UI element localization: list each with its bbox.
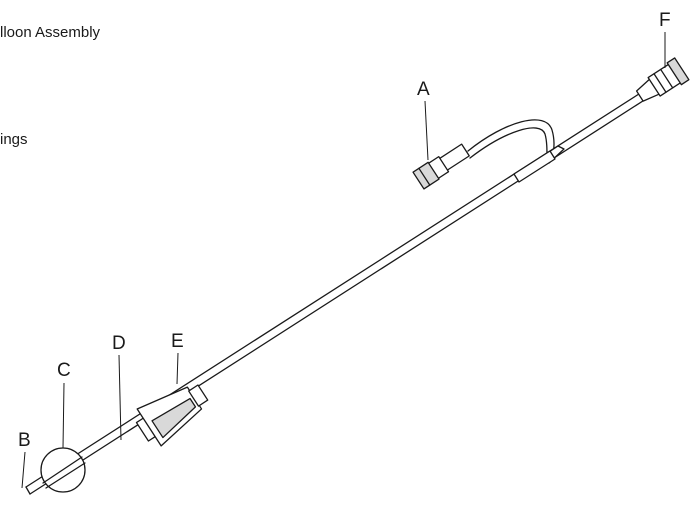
callout-leaders — [21, 32, 666, 489]
proximal-hub — [635, 57, 690, 102]
title-fragment: lloon Assembly — [0, 24, 101, 41]
cone-fitting — [135, 384, 209, 447]
label-b: B — [18, 430, 31, 451]
side-tube — [467, 119, 555, 160]
label-d: D — [112, 333, 126, 354]
leader-b — [21, 451, 26, 489]
label-f: F — [659, 10, 671, 31]
label-e: E — [171, 331, 184, 352]
label-a: A — [417, 79, 430, 100]
catheter-illustration — [25, 57, 690, 495]
leader-e — [176, 352, 179, 385]
shaft-sleeve — [513, 150, 556, 183]
leader-d — [118, 354, 122, 441]
callout-labels: A B C D E F — [18, 10, 671, 451]
leader-c — [62, 382, 65, 449]
caption-fragment: ings — [0, 131, 28, 148]
label-c: C — [57, 360, 71, 381]
side-port-connector — [412, 143, 470, 190]
leader-a — [424, 100, 429, 161]
